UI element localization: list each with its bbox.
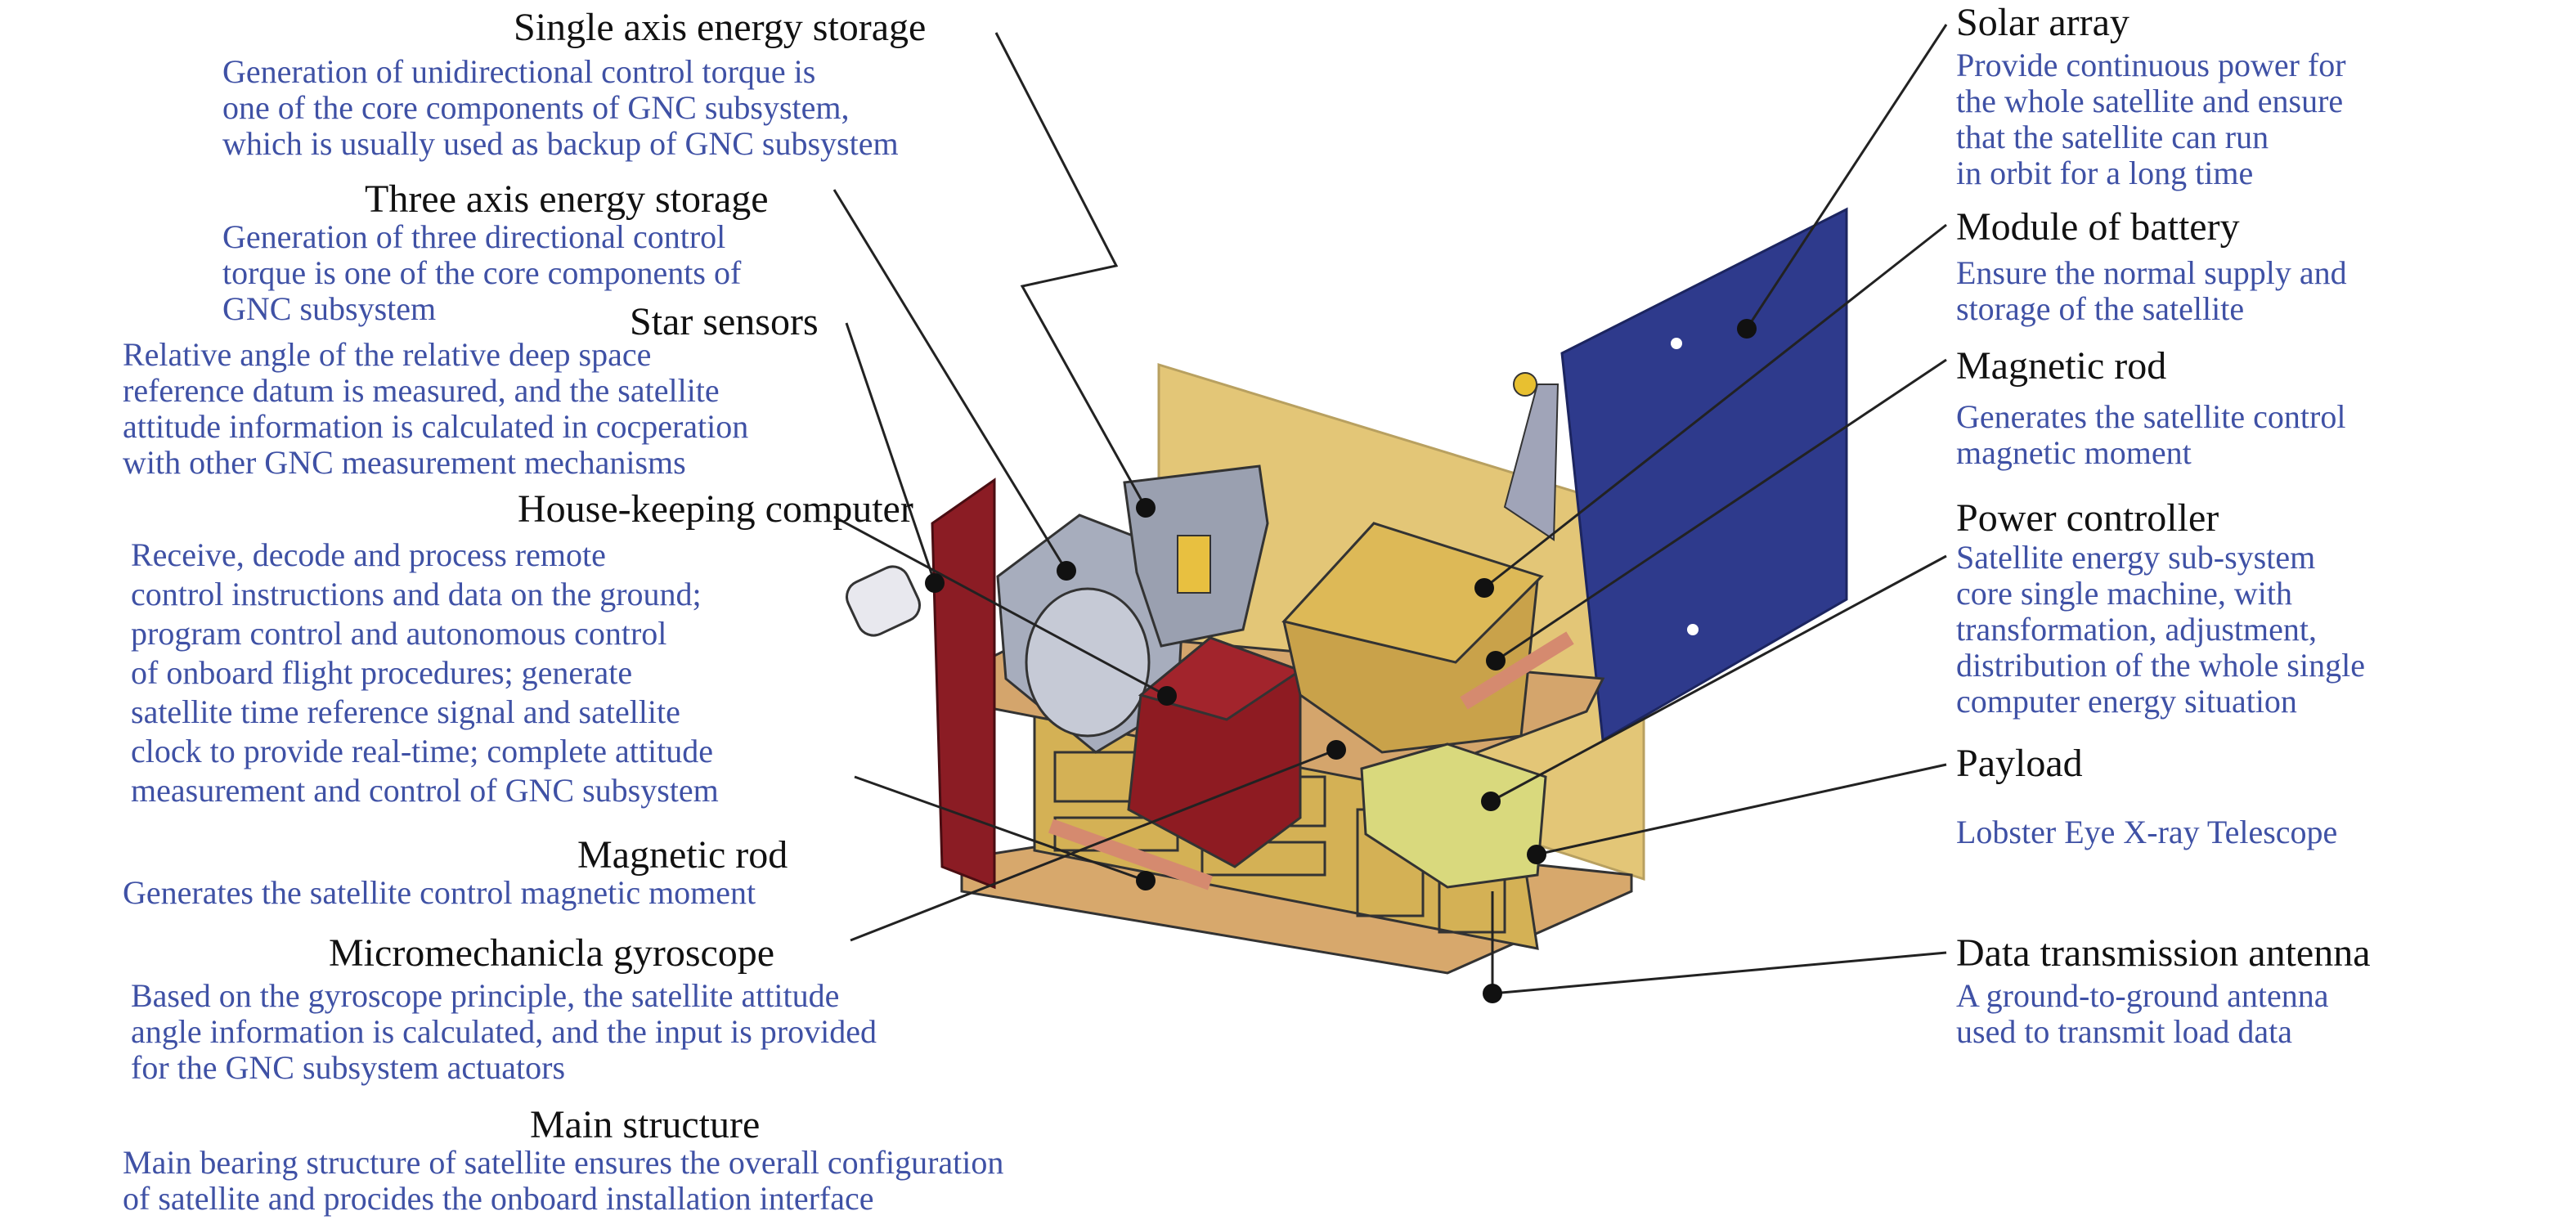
desc-line: reference datum is measured, and the sat… <box>123 372 720 409</box>
leader-dots <box>925 319 1757 1003</box>
star-sensor-lens <box>846 565 921 637</box>
battery-grid <box>1281 522 1544 664</box>
label-main-structure: Main structure <box>530 1103 761 1146</box>
desc-line: program control and autonomous control <box>131 615 667 652</box>
desc-line: of satellite and procides the onboard in… <box>123 1180 874 1217</box>
solar-mechanism <box>1513 372 1537 397</box>
leader-lines <box>832 24 1948 995</box>
label-magnetic-rod-right: Magnetic rod <box>1956 344 2167 388</box>
label-star-sensors: Star sensors <box>630 300 819 343</box>
label-module-of-battery: Module of battery <box>1956 205 2240 249</box>
label-solar-array: Solar array <box>1956 1 2129 44</box>
desc-line: Generates the satellite control <box>1956 398 2346 435</box>
desc-line: torque is one of the core components of <box>222 254 742 291</box>
desc-star-sensors: Relative angle of the relative deep spac… <box>123 337 748 481</box>
desc-line: Generation of unidirectional control tor… <box>222 53 816 90</box>
magnetic-rod-left-bar <box>1048 819 1214 890</box>
desc-line: Lobster Eye X-ray Telescope <box>1956 814 2338 850</box>
desc-line: Receive, decode and process remote <box>131 536 606 573</box>
desc-line: control instructions and data on the gro… <box>131 576 702 612</box>
desc-line: Main bearing structure of satellite ensu… <box>123 1144 1004 1181</box>
magnetic-rod-right-bar <box>1460 631 1574 710</box>
desc-magnetic-rod-left: Generates the satellite control magnetic… <box>123 875 756 911</box>
desc-line: clock to provide real-time; complete att… <box>131 733 713 769</box>
desc-line: magnetic moment <box>1956 434 2192 471</box>
label-house-keeping-computer: House-keeping computer <box>518 487 913 531</box>
desc-line: Ensure the normal supply and <box>1956 254 2347 291</box>
desc-line: Based on the gyroscope principle, the sa… <box>131 977 840 1014</box>
desc-single-axis-energy-storage: Generation of unidirectional control tor… <box>222 54 899 162</box>
desc-line: Provide continuous power for <box>1956 47 2346 83</box>
desc-solar-array: Provide continuous power for the whole s… <box>1956 47 2346 191</box>
desc-payload: Lobster Eye X-ray Telescope <box>1956 814 2337 850</box>
desc-line: Relative angle of the relative deep spac… <box>123 336 652 373</box>
wheel-disc <box>1025 587 1151 738</box>
label-micromechanical-gyroscope: Micromechanicla gyroscope <box>329 931 775 975</box>
solar-hole <box>1671 338 1682 349</box>
label-three-axis-energy-storage: Three axis energy storage <box>365 177 769 221</box>
desc-module-of-battery: Ensure the normal supply and storage of … <box>1956 255 2347 327</box>
desc-line: of onboard flight procedures; generate <box>131 654 633 691</box>
desc-line: which is usually used as backup of GNC s… <box>222 125 899 162</box>
desc-line: for the GNC subsystem actuators <box>131 1049 566 1086</box>
desc-three-axis-energy-storage: Generation of three directional control … <box>222 219 741 327</box>
desc-magnetic-rod-right: Generates the satellite control magnetic… <box>1956 399 2345 471</box>
wheel-bracket <box>1177 535 1211 594</box>
desc-line: satellite time reference signal and sate… <box>131 693 680 730</box>
desc-line: Generates the satellite control magnetic… <box>123 874 756 911</box>
desc-line: distribution of the whole single <box>1956 647 2365 684</box>
desc-line: transformation, adjustment, <box>1956 611 2318 648</box>
desc-line: the whole satellite and ensure <box>1956 83 2344 119</box>
label-magnetic-rod-left: Magnetic rod <box>577 833 788 877</box>
desc-line: with other GNC measurement mechanisms <box>123 444 686 481</box>
desc-main-structure: Main bearing structure of satellite ensu… <box>123 1145 1003 1217</box>
desc-power-controller: Satellite energy sub-system core single … <box>1956 540 2365 720</box>
solar-array-panel <box>1560 207 1848 742</box>
label-single-axis-energy-storage: Single axis energy storage <box>514 6 927 49</box>
desc-line: angle information is calculated, and the… <box>131 1013 877 1050</box>
desc-line: storage of the satellite <box>1956 290 2245 327</box>
side-panel <box>931 478 996 890</box>
desc-line: computer energy situation <box>1956 683 2297 720</box>
solar-hole <box>1687 624 1699 635</box>
desc-line: used to transmit load data <box>1956 1013 2293 1050</box>
desc-data-transmission-antenna: A ground-to-ground antenna used to trans… <box>1956 978 2328 1050</box>
desc-line: Generation of three directional control <box>222 218 726 255</box>
desc-line: in orbit for a long time <box>1956 155 2254 191</box>
desc-line: attitude information is calculated in co… <box>123 408 749 445</box>
solar-hinge <box>1503 384 1560 541</box>
desc-line: that the satellite can run <box>1956 119 2269 155</box>
desc-line: A ground-to-ground antenna <box>1956 977 2329 1014</box>
label-power-controller: Power controller <box>1956 496 2219 540</box>
desc-line: core single machine, with <box>1956 575 2292 612</box>
desc-micromechanical-gyroscope: Based on the gyroscope principle, the sa… <box>131 978 877 1086</box>
desc-line: measurement and control of GNC subsystem <box>131 772 719 809</box>
label-data-transmission-antenna: Data transmission antenna <box>1956 931 2371 975</box>
desc-line: Satellite energy sub-system <box>1956 539 2316 576</box>
desc-house-keeping-computer: Receive, decode and process remote contr… <box>131 536 719 810</box>
desc-line: GNC subsystem <box>222 290 437 327</box>
power-controller-box <box>1360 742 1547 889</box>
desc-line: one of the core components of GNC subsys… <box>222 89 850 126</box>
label-payload: Payload <box>1956 742 2083 785</box>
